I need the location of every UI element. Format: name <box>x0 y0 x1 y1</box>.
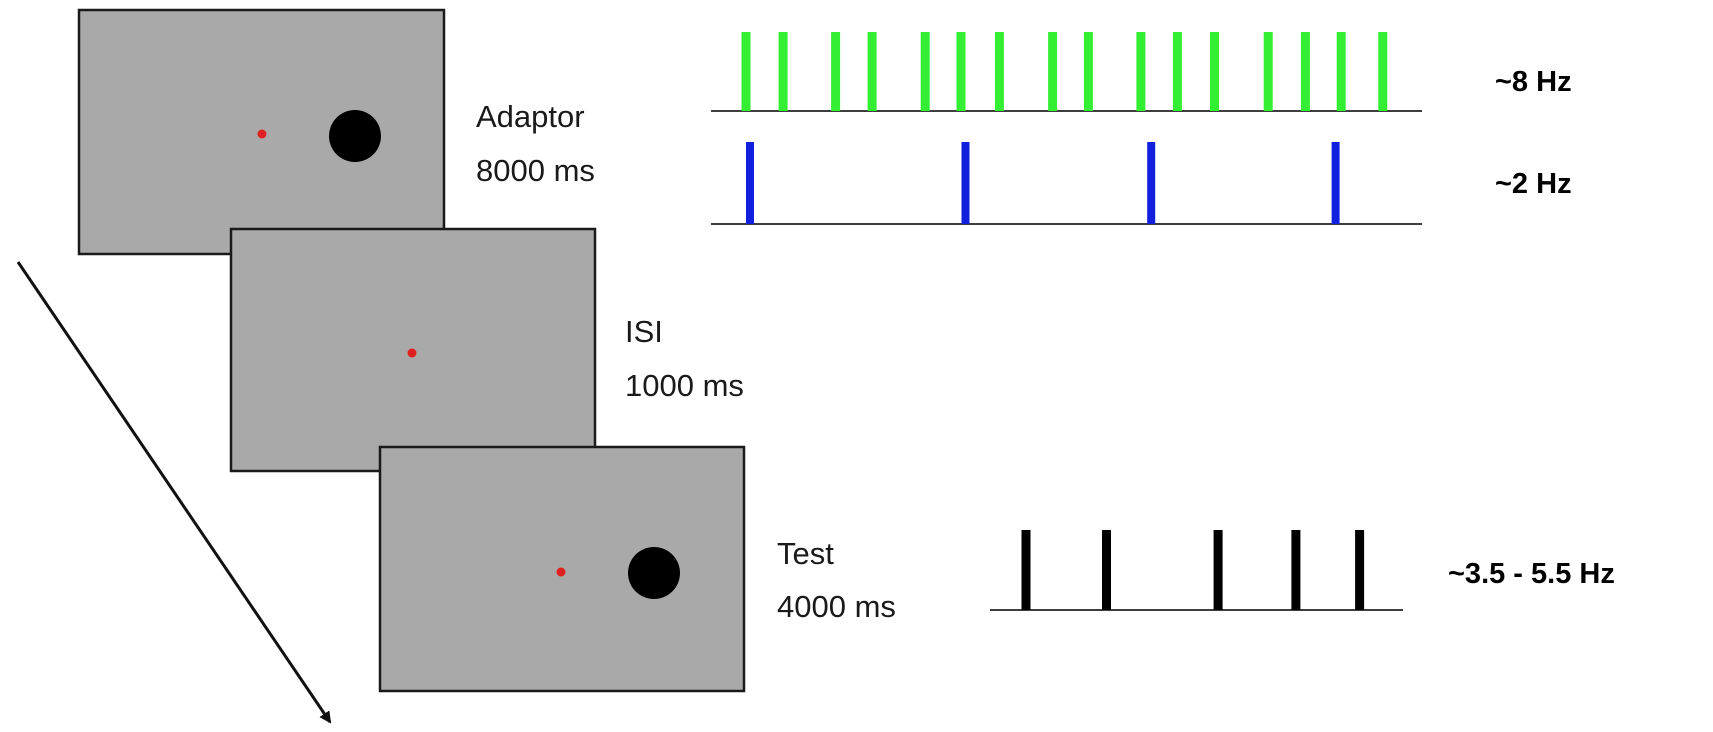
screen-isi <box>229 227 597 473</box>
pulse-bar <box>1378 32 1388 111</box>
screen-adaptor-duration: 8000 ms <box>476 153 595 188</box>
pulse-bar <box>1083 32 1093 111</box>
pulse-bar <box>741 32 751 111</box>
pulse-train-test <box>990 530 1403 611</box>
pulse-group-2hz <box>746 142 1340 224</box>
pulse-bar <box>1136 32 1146 111</box>
fixation-dot <box>407 348 417 358</box>
pulse-bar <box>831 32 841 111</box>
screen-test <box>378 445 746 693</box>
pulse-group-test <box>1021 530 1365 610</box>
rate-label-2hz: ~2 Hz <box>1495 168 1572 200</box>
pulse-bar <box>778 32 788 111</box>
pulse-bar <box>1291 530 1301 610</box>
pulse-train-2hz <box>711 142 1422 225</box>
fixation-dot <box>257 129 267 139</box>
rate-label-8hz: ~8 Hz <box>1495 66 1572 98</box>
pulse-bar <box>1336 32 1346 111</box>
pulse-bar <box>746 142 754 224</box>
screen-isi-duration: 1000 ms <box>625 368 744 403</box>
stimulus-disc <box>628 547 680 599</box>
pulse-bar <box>956 32 966 111</box>
pulse-bar <box>1102 530 1111 610</box>
pulse-bar <box>920 32 930 111</box>
time-arrow <box>16 261 332 724</box>
pulse-bar <box>1172 32 1182 111</box>
pulse-train-8hz <box>711 32 1422 112</box>
pulse-bar <box>994 32 1004 111</box>
screen-adaptor <box>77 8 446 256</box>
screen-test-name: Test <box>777 536 834 571</box>
pulse-bar <box>961 142 970 224</box>
pulse-bar <box>1048 32 1058 111</box>
pulse-bar <box>1355 530 1365 610</box>
pulse-bar <box>1300 32 1310 111</box>
screen-isi-name: ISI <box>625 314 663 349</box>
pulse-bar <box>1331 142 1340 224</box>
fixation-dot <box>556 567 566 577</box>
pulse-bar <box>867 32 877 111</box>
pulse-bar <box>1210 32 1219 111</box>
pulse-bar <box>1213 530 1223 610</box>
pulse-group-8hz <box>741 32 1388 111</box>
pulse-bar <box>1263 32 1273 111</box>
pulse-bar <box>1147 142 1156 224</box>
rate-label-test: ~3.5 - 5.5 Hz <box>1448 558 1615 590</box>
stimulus-disc <box>329 110 381 162</box>
screen-test-duration: 4000 ms <box>777 589 896 624</box>
pulse-bar <box>1021 530 1031 610</box>
screen-adaptor-name: Adaptor <box>476 99 585 134</box>
